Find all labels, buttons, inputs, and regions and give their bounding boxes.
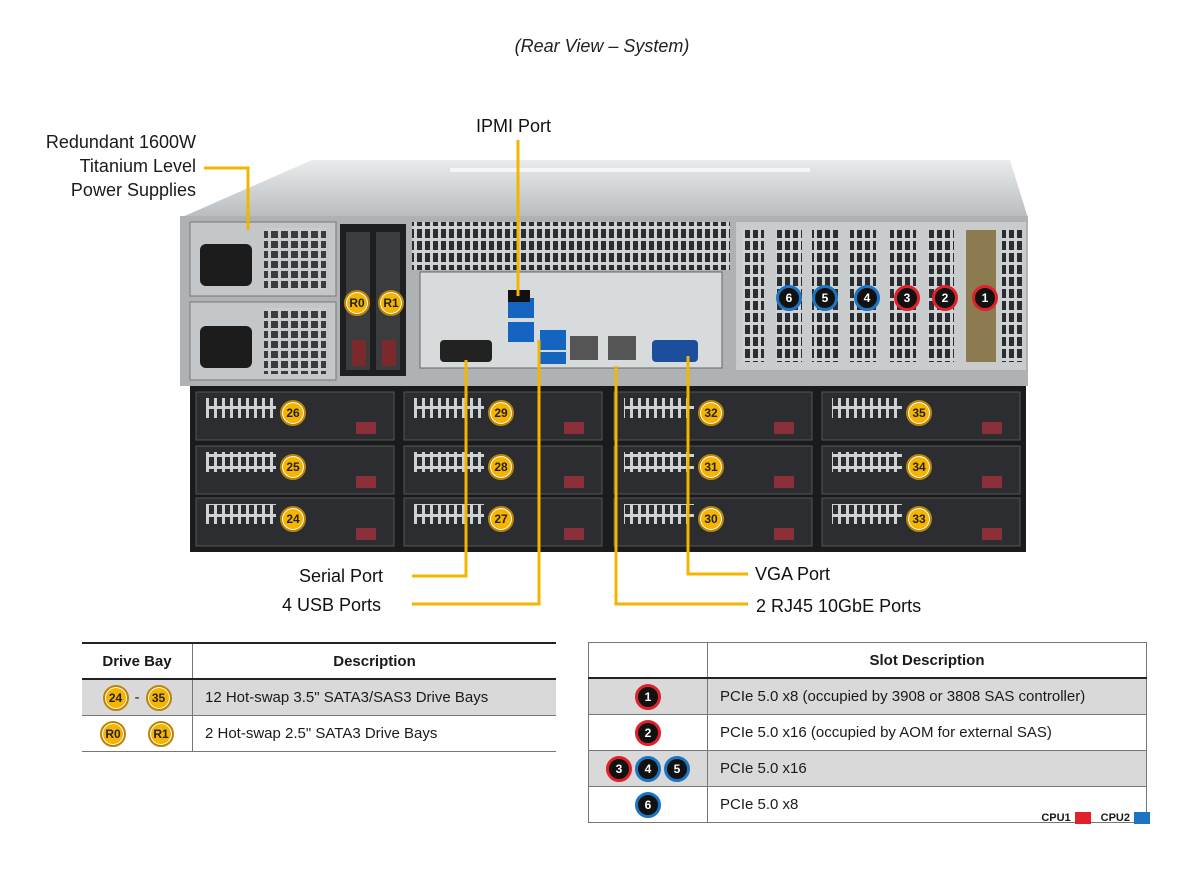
table-row: 6 PCIe 5.0 x8: [588, 786, 1147, 823]
drive-bay-badge-30: 30: [698, 506, 724, 532]
drive-bay-badge-34: 34: [906, 454, 932, 480]
slot-description-cell: PCIe 5.0 x8: [707, 786, 1147, 823]
drive-badge: 35: [145, 684, 172, 711]
slot-badge-3: 3: [606, 755, 632, 782]
slot-badge-5: 5: [664, 755, 690, 782]
slot-description-cell: PCIe 5.0 x16: [707, 750, 1147, 787]
legend-cpu2-label: CPU2: [1100, 812, 1130, 824]
table-header: Slot Description: [707, 642, 1147, 679]
diagram-title: (Rear View – System): [514, 36, 690, 56]
legend-cpu1-label: CPU1: [1041, 812, 1071, 824]
pcie-slot-badge-5: 5: [812, 285, 838, 311]
usb-port-1: [508, 298, 534, 318]
slot-badge-1: 1: [635, 683, 661, 710]
rj45-callout-label: 2 RJ45 10GbE Ports: [756, 596, 922, 616]
pcie-slot-badge-1: 1: [972, 285, 998, 311]
cpu-legend: CPU1 CPU2: [1041, 812, 1150, 824]
server-rear-chassis: [180, 140, 1028, 606]
psu-label-line2: Titanium Level: [79, 156, 196, 176]
drive-bay-badge-25: 25: [280, 454, 306, 480]
table-row: 1 PCIe 5.0 x8 (occupied by 3908 or 3808 S…: [588, 678, 1147, 715]
table-header: [588, 642, 708, 679]
slot-badge-6: 6: [635, 791, 661, 818]
rear-bay-badge-r0: R0: [344, 290, 370, 316]
usb-callout-label: 4 USB Ports: [282, 595, 382, 615]
drive-badge: 24: [102, 684, 129, 711]
range-separator: -: [134, 689, 140, 706]
description-cell: 2 Hot-swap 2.5" SATA3 Drive Bays: [192, 715, 556, 752]
pcie-slot-badge-6: 6: [776, 285, 802, 311]
drive-bay-badge-28: 28: [488, 454, 514, 480]
vga-port: [652, 340, 698, 362]
drive-bay-badge-29: 29: [488, 400, 514, 426]
legend-cpu2-swatch: [1134, 812, 1150, 824]
drive-bay-badge-24: 24: [280, 506, 306, 532]
slot-description-cell: PCIe 5.0 x8 (occupied by 3908 or 3808 SA…: [707, 678, 1147, 715]
table-header: Drive Bay: [82, 643, 193, 680]
description-cell: 12 Hot-swap 3.5" SATA3/SAS3 Drive Bays: [192, 679, 556, 716]
drive-bay-badge-33: 33: [906, 506, 932, 532]
chassis-top: [180, 160, 1028, 218]
callout-lines: [204, 140, 748, 606]
slot-badge-2: 2: [635, 719, 661, 746]
drive-bay-badge-27: 27: [488, 506, 514, 532]
psu-label-line3: Power Supplies: [70, 180, 196, 200]
serial-callout-label: Serial Port: [299, 566, 384, 586]
usb-port-3: [540, 330, 566, 350]
ipmi-callout-label: IPMI Port: [476, 116, 552, 136]
rj45-port-2: [608, 336, 636, 360]
table-header: Description: [192, 643, 556, 680]
rj45-port-1: [570, 336, 598, 360]
pcie-slot-badge-4: 4: [854, 285, 880, 311]
serial-port: [440, 340, 492, 362]
vga-callout-label: VGA Port: [755, 564, 831, 584]
drive-badge: R1: [148, 720, 174, 747]
usb-port-4: [540, 352, 566, 364]
rear-bay-badge-r1: R1: [378, 290, 404, 316]
slot-badge-4: 4: [635, 755, 661, 782]
pcie-slot-badge-3: 3: [894, 285, 920, 311]
drive-bay-badge-31: 31: [698, 454, 724, 480]
legend-cpu1-swatch: [1074, 812, 1091, 824]
table-row: R0 R1 2 Hot-swap 2.5" SATA3 Drive Bays: [82, 715, 556, 752]
slot-description-table: Slot Description 1 PCIe 5.0 x8 (occupied …: [588, 642, 1147, 823]
drive-bay-badge-35: 35: [906, 400, 932, 426]
psu-label-line1: Redundant 1600W: [45, 132, 196, 152]
psu-callout-label: Redundant 1600W Titanium Level Power Sup…: [46, 130, 196, 202]
usb-port-2: [508, 322, 534, 342]
table-row: 2 PCIe 5.0 x16 (occupied by AOM for exter…: [588, 714, 1147, 751]
drive-bay-badge-26: 26: [280, 400, 306, 426]
pcie-slot-badge-2: 2: [932, 285, 958, 311]
drive-bay-badge-32: 32: [698, 400, 724, 426]
drive-badge: R0: [100, 720, 126, 747]
slot-description-cell: PCIe 5.0 x16 (occupied by AOM for extern…: [707, 714, 1147, 751]
table-row: 24 - 35 12 Hot-swap 3.5" SATA3/SAS3 Driv…: [82, 679, 556, 716]
drive-bay-table: Drive Bay Description 24 - 35 12 Hot-swa…: [82, 642, 556, 752]
